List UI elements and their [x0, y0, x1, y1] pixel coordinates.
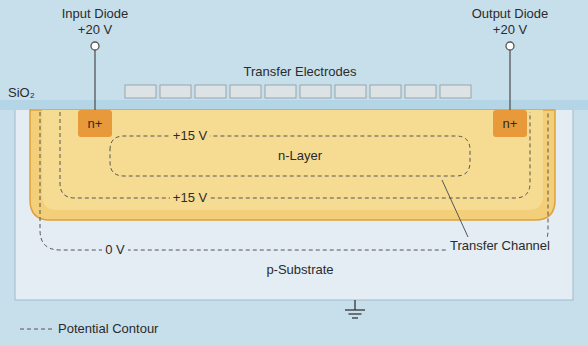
- part-name: Transfer Electrodes: [244, 64, 357, 79]
- terminal-name: Input Diode: [62, 6, 129, 21]
- region-name: n+: [88, 116, 103, 131]
- leader-line: [442, 180, 468, 237]
- n-layer-region: n-Layer n+ n+: [30, 110, 555, 220]
- terminal-name: Output Diode: [472, 6, 549, 21]
- n-plus-region: n+: [493, 110, 527, 137]
- diode-terminals: [91, 42, 514, 110]
- transfer-electrodes: [125, 85, 471, 98]
- n-plus-region: n+: [78, 110, 112, 137]
- n-layer-inner: [42, 110, 543, 210]
- voltage-value: +15 V: [170, 190, 210, 205]
- region-name: p-Substrate: [266, 262, 333, 277]
- part-name: Transfer Channel: [447, 238, 553, 253]
- voltage-value: 0 V: [102, 242, 128, 257]
- oxide-layer: [0, 100, 588, 110]
- substrate-region: [15, 108, 573, 300]
- potential-contours: [40, 112, 548, 250]
- voltage-value: +20 V: [78, 22, 112, 37]
- voltage-value: +20 V: [493, 22, 527, 37]
- substrate-region: p-Substrate n-Layer n+ n+: [15, 108, 573, 300]
- voltage-value: +15 V: [170, 128, 210, 143]
- region-name: n-Layer: [278, 148, 322, 163]
- region-name: n+: [503, 116, 518, 131]
- ground-symbol: [345, 300, 365, 318]
- layer-name: SiO₂: [8, 85, 35, 100]
- n-plus-region: [493, 110, 527, 137]
- legend-text: Potential Contour: [58, 321, 158, 336]
- n-layer-region: [30, 110, 555, 220]
- n-plus-region: [78, 110, 112, 137]
- legend-sample-line: [20, 329, 52, 330]
